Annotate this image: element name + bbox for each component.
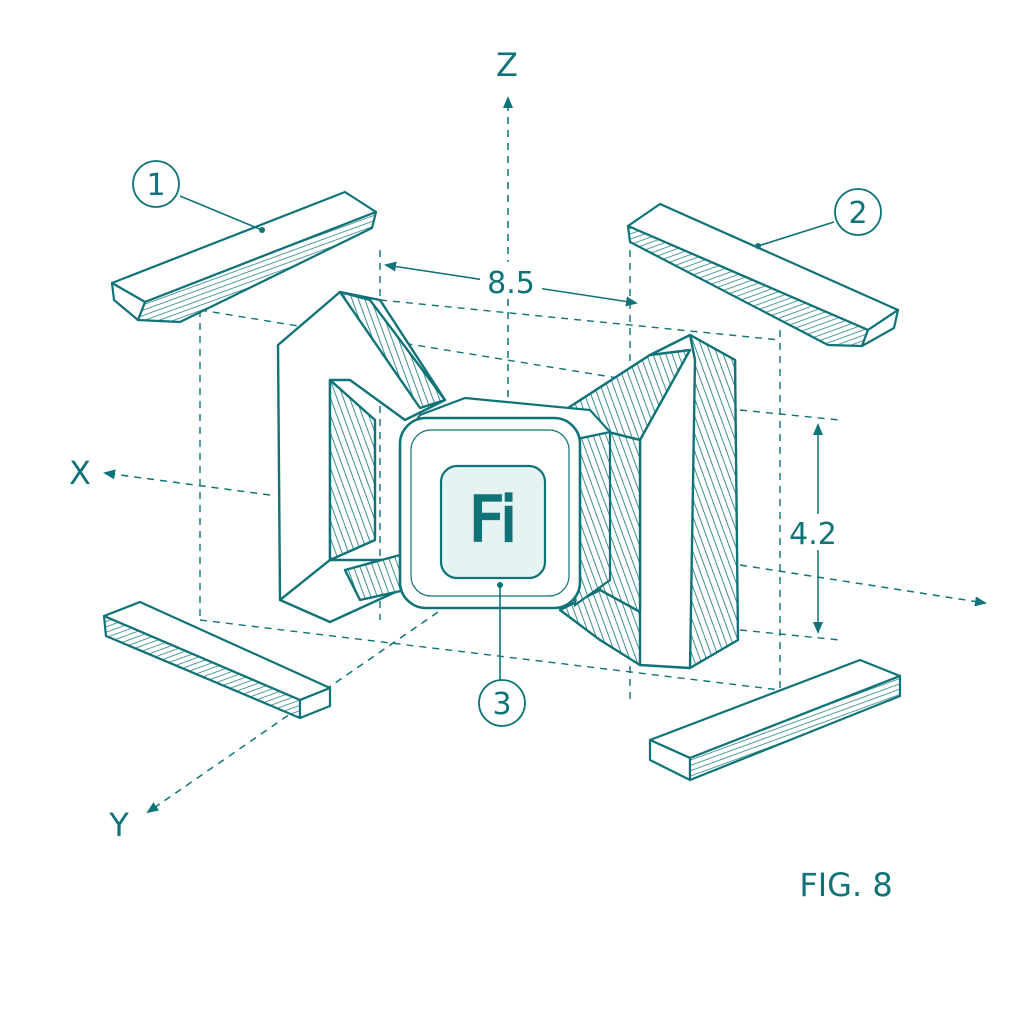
- figure-label: FIG. 8: [799, 866, 892, 904]
- callout-1-label: 1: [146, 168, 165, 203]
- center-block: Fi: [398, 396, 612, 610]
- dimension-extension: [739, 409, 841, 421]
- height-label-bg: [788, 514, 848, 550]
- block-face-inner: [410, 429, 570, 597]
- callout-1: 1: [132, 160, 180, 208]
- plate-3: [102, 600, 332, 720]
- badge-text: Fi: [469, 483, 517, 556]
- callout-2: 2: [834, 188, 882, 236]
- z-axis-label: Z: [496, 46, 518, 84]
- plate-4: [648, 658, 902, 782]
- leader-2: [757, 221, 835, 247]
- x-axis-positive: [739, 564, 987, 607]
- callout-3: 3: [478, 679, 526, 727]
- x-axis-label: X: [69, 454, 91, 492]
- badge: [439, 464, 547, 580]
- leader-1: [179, 195, 263, 231]
- width-dimension-label: 8.5: [487, 266, 535, 301]
- width-label-bg: [480, 262, 542, 298]
- y-axis-label: Y: [108, 806, 129, 844]
- dimension-extension: [739, 629, 841, 641]
- plate-2: [626, 202, 900, 348]
- callout-3-label: 3: [492, 687, 511, 722]
- projection-line: [199, 619, 781, 691]
- height-dimension-label: 4.2: [789, 517, 837, 552]
- leader-dots: [259, 227, 761, 588]
- callout-2-label: 2: [848, 196, 867, 231]
- leader-lines: [179, 195, 835, 680]
- left-frame: [276, 290, 447, 624]
- plate-1: [110, 190, 378, 324]
- projection-line: [379, 299, 781, 341]
- x-axis: [103, 469, 271, 496]
